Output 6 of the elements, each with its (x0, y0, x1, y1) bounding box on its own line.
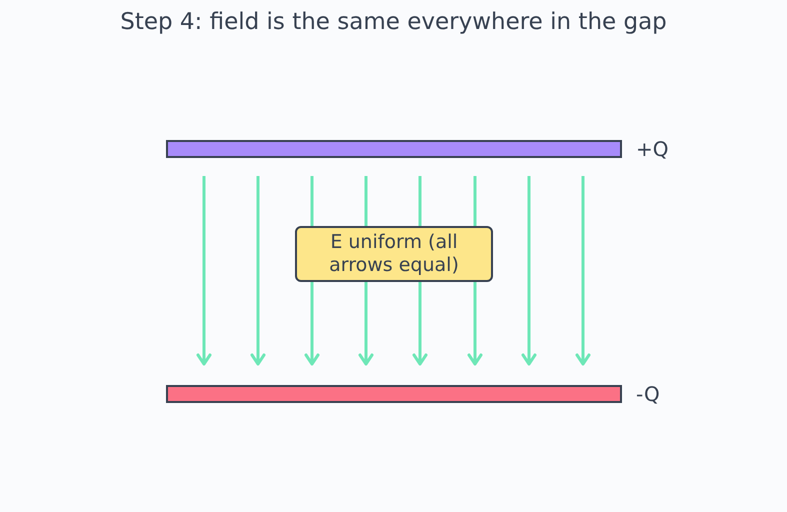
diagram-title: Step 4: field is the same everywhere in the gap (119, 9, 668, 35)
charged-plate (166, 385, 622, 403)
label-box: E uniform (all arrows equal) (295, 226, 493, 282)
charged-plate (166, 140, 622, 158)
charge-label: +Q (636, 137, 668, 161)
charge-label: -Q (636, 382, 660, 406)
